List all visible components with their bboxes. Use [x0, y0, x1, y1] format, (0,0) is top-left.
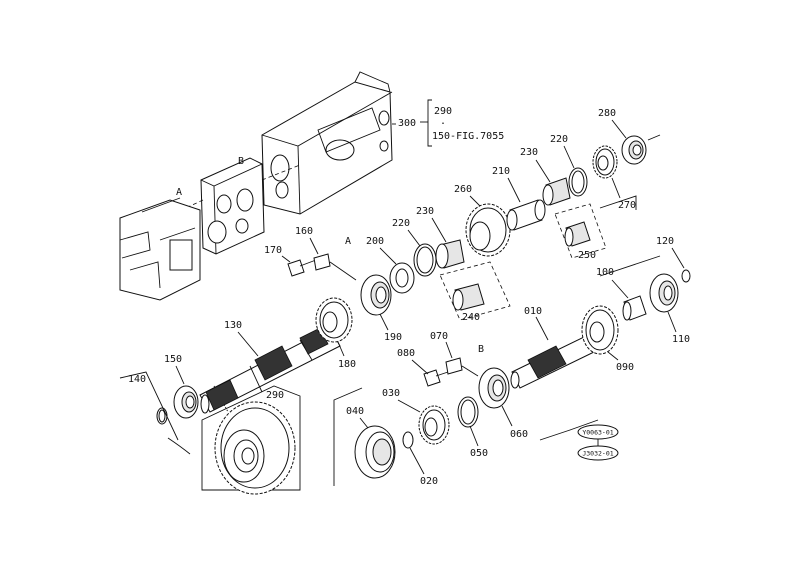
label-120: 120 — [656, 236, 674, 247]
bracket-140 — [119, 371, 179, 441]
snap-ring-140 — [156, 407, 168, 425]
letter-b-housing: B — [238, 156, 244, 167]
gear-180 — [315, 297, 353, 343]
gear-090 — [581, 305, 619, 355]
upper-shaft-group — [287, 134, 661, 321]
housing-assembly — [119, 71, 393, 301]
gear-030 — [418, 405, 450, 445]
bearing-150 — [173, 385, 199, 419]
label-070: 070 — [430, 331, 448, 342]
stamp-upper: Y0063-01 — [582, 429, 613, 437]
label-030: 030 — [382, 388, 400, 399]
label-280: 280 — [598, 108, 616, 119]
lower-shaft-group — [333, 255, 691, 486]
gear-290 — [201, 385, 301, 495]
stamp-lower: J3032-01 — [582, 450, 613, 458]
label-250: 250 — [578, 250, 596, 261]
gear-260 — [465, 203, 511, 257]
front-housing — [119, 199, 201, 301]
ring-120 — [681, 269, 691, 283]
label-240: 240 — [462, 312, 480, 323]
bolt-170 — [287, 259, 305, 277]
housing-bore-1 — [270, 154, 290, 182]
ref-group-label: 300 — [398, 118, 416, 129]
label-010: 010 — [524, 306, 542, 317]
ring-020 — [402, 431, 414, 449]
stamp-group: Y0063-01 J3032-01 — [577, 424, 619, 461]
label-230b: 230 — [520, 147, 538, 158]
label-090: 090 — [616, 362, 634, 373]
label-220a: 220 — [392, 218, 410, 229]
label-220b: 220 — [550, 134, 568, 145]
letter-a-shaft: A — [345, 236, 351, 247]
label-200: 200 — [366, 236, 384, 247]
reference-callout: 300 290 . 150-FIG.7055 — [392, 99, 504, 147]
label-170: 170 — [264, 245, 282, 256]
plate-070 — [445, 357, 463, 375]
letter-a-housing: A — [176, 187, 182, 198]
label-060: 060 — [510, 429, 528, 440]
plate-160 — [313, 253, 331, 271]
label-190: 190 — [384, 332, 402, 343]
letter-b-shaft: B — [478, 344, 484, 355]
label-230a: 230 — [416, 206, 434, 217]
ref-top-label: 290 — [434, 106, 452, 117]
label-180: 180 — [338, 359, 356, 370]
ref-dot: . — [440, 116, 446, 127]
stamp-lower-ellipse — [577, 445, 619, 461]
synchro-040 — [354, 425, 396, 479]
label-110: 110 — [672, 334, 690, 345]
label-260: 260 — [454, 184, 472, 195]
gear-270 — [592, 145, 618, 179]
label-290: 290 — [266, 390, 284, 401]
label-040: 040 — [346, 406, 364, 417]
part-labels: 010 020 030 040 050 060 070 080 090 100 … — [128, 108, 690, 487]
housing-bore-2 — [275, 181, 289, 199]
label-130: 130 — [224, 320, 242, 331]
label-020: 020 — [420, 476, 438, 487]
label-140: 140 — [128, 374, 146, 385]
ref-bottom-label: 150-FIG.7055 — [432, 131, 504, 142]
label-080: 080 — [397, 348, 415, 359]
label-050: 050 — [470, 448, 488, 459]
label-150: 150 — [164, 354, 182, 365]
label-160: 160 — [295, 226, 313, 237]
shaft-010 — [510, 335, 595, 389]
label-100: 100 — [596, 267, 614, 278]
label-210: 210 — [492, 166, 510, 177]
label-270: 270 — [618, 200, 636, 211]
